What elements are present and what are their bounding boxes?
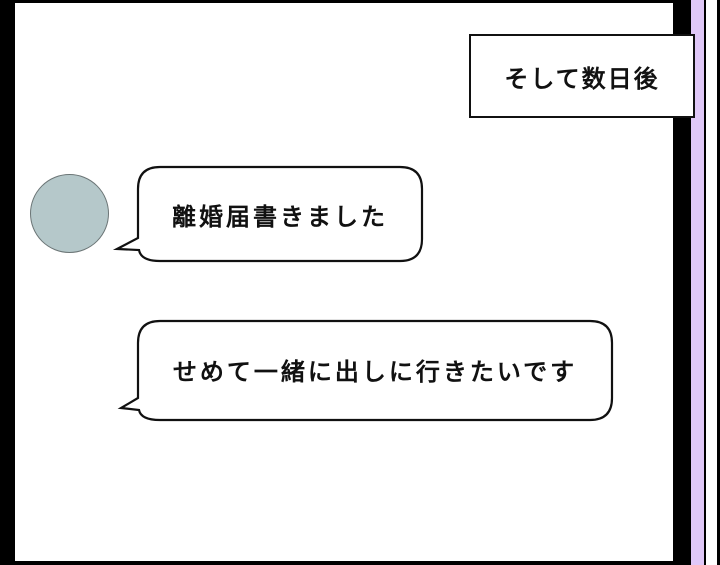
caption-text: そして数日後 [504,64,660,93]
edge-stripe [706,0,717,565]
message-text: せめて一緒に出しに行きたいです [172,357,578,386]
accent-stripe [691,0,704,565]
message-text: 離婚届書きました [172,202,388,231]
avatar [30,174,109,253]
narration-caption: そして数日後 [469,34,695,118]
